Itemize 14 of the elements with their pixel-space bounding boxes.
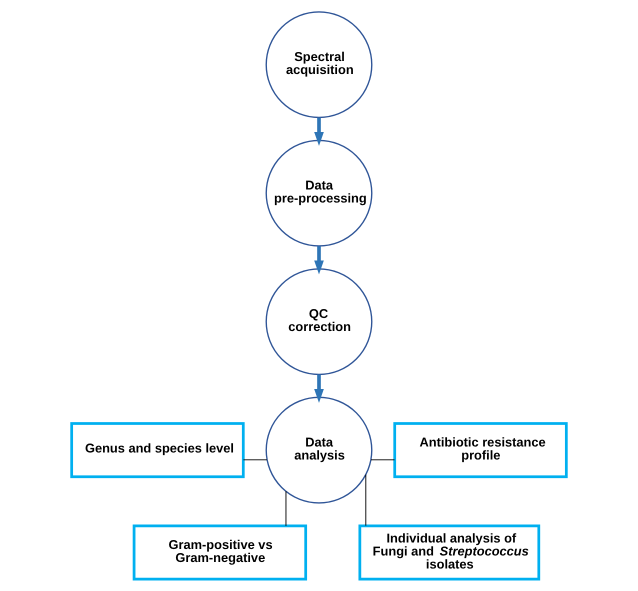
- node-box: Antibiotic resistance profile: [393, 422, 568, 478]
- arrow: [314, 374, 324, 403]
- node-box: Gram-positive vs Gram-negative: [132, 524, 308, 580]
- arrow: [314, 246, 324, 274]
- node-circle: QC correction: [266, 268, 372, 376]
- connector: [370, 459, 395, 460]
- node-box: Individual analysis of Fungi and Streptococcus isolates: [358, 524, 540, 580]
- node-circle: Data pre-processing: [266, 140, 372, 247]
- arrow: [314, 118, 324, 146]
- node-box: Genus and species level: [70, 422, 245, 478]
- connector: [242, 459, 268, 460]
- connector: [365, 474, 366, 526]
- node-circle: Spectral acquisition: [266, 11, 372, 118]
- node-circle: Data analysis: [266, 396, 372, 504]
